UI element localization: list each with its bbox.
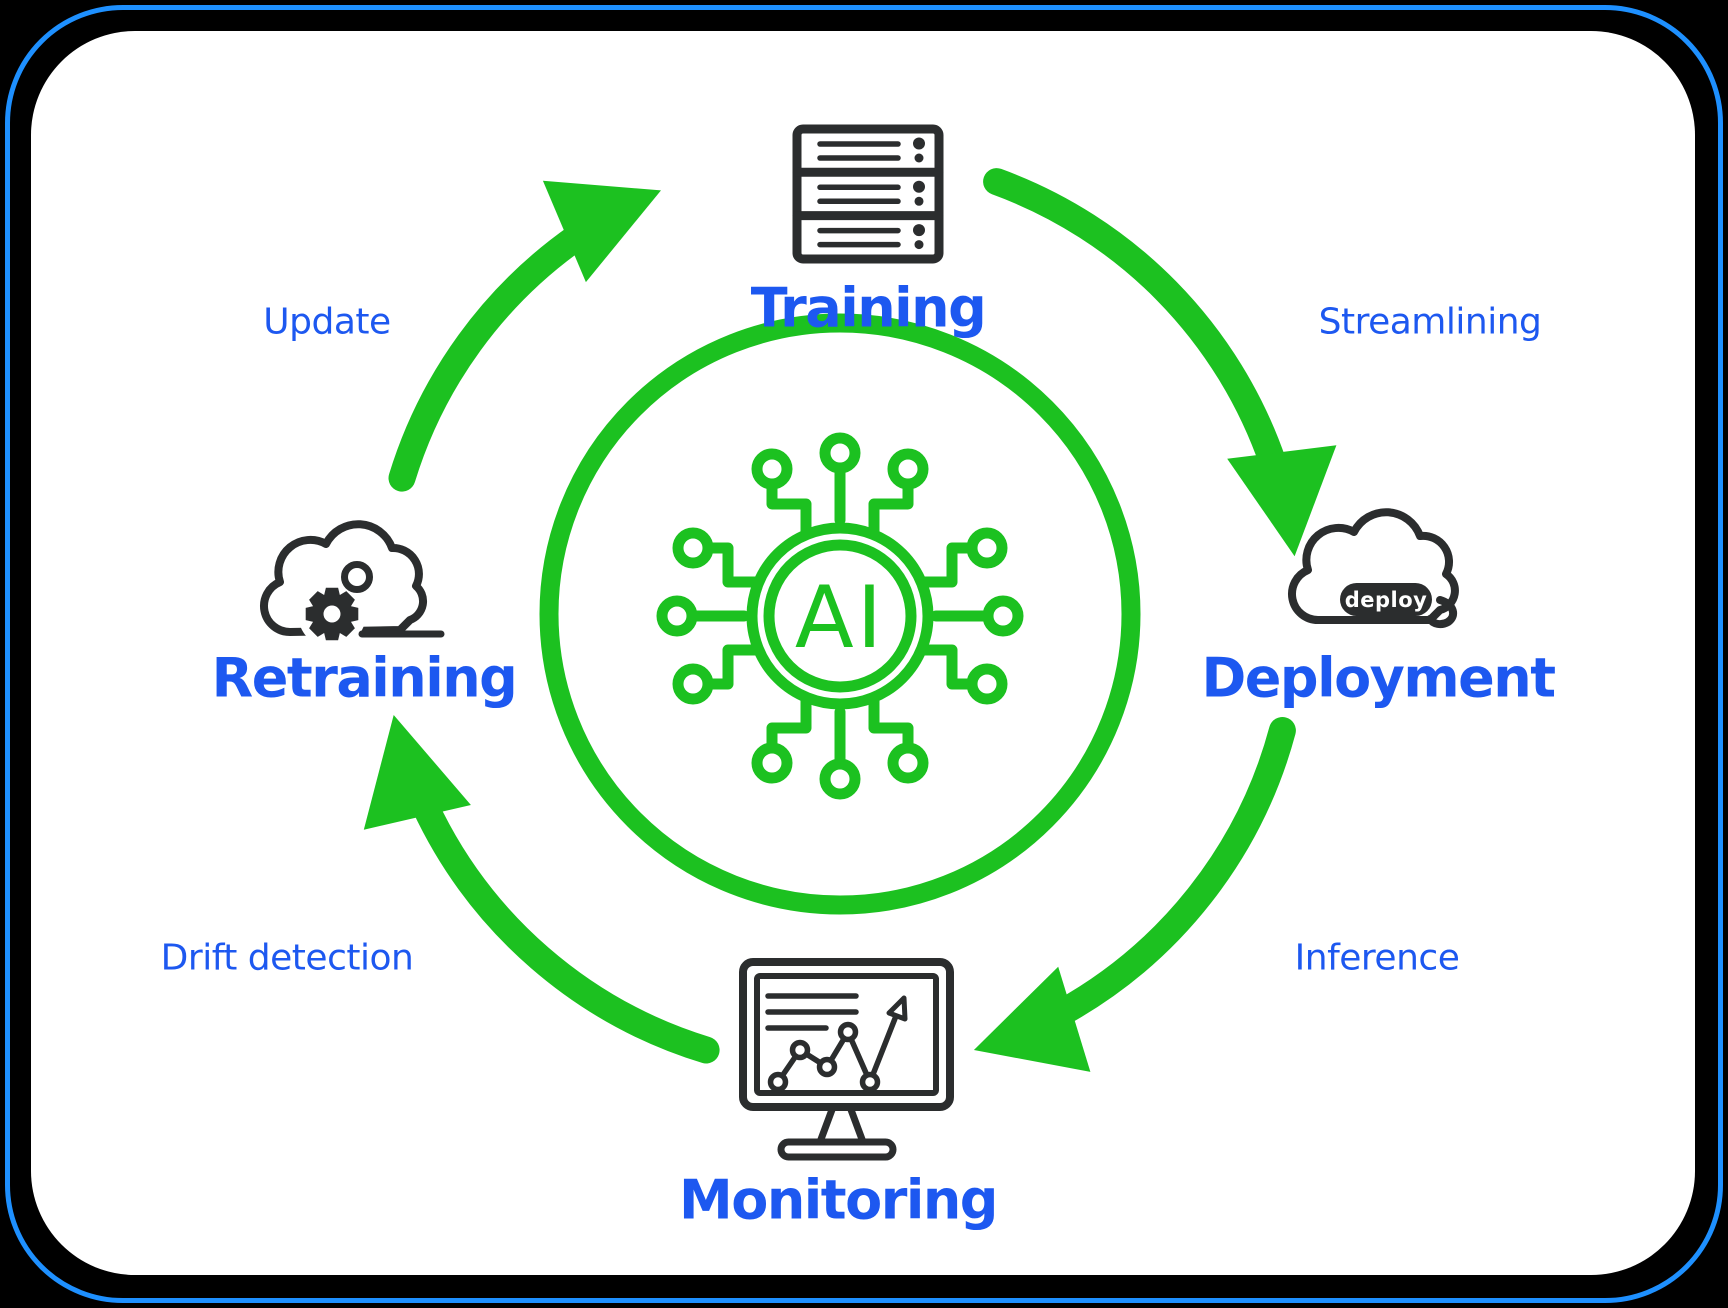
stage-label-monitoring: Monitoring bbox=[679, 1168, 998, 1232]
ai-chip-label: AI bbox=[794, 568, 886, 668]
server-stack-icon bbox=[792, 124, 944, 264]
stage-label-training: Training bbox=[750, 276, 987, 340]
stage-label-retraining: Retraining bbox=[211, 646, 518, 710]
cycle-arc bbox=[411, 792, 720, 1064]
transition-label-streamlining: Streamlining bbox=[1318, 301, 1542, 343]
cloud-deploy-icon bbox=[1288, 508, 1459, 629]
chart-arrow-tip bbox=[886, 995, 908, 1022]
cloud-dot bbox=[341, 561, 373, 593]
inner-cycle-ring bbox=[539, 313, 1141, 915]
outer-blue-border bbox=[5, 5, 1723, 1303]
stage-label-deployment: Deployment bbox=[1201, 646, 1556, 710]
transition-label-update: Update bbox=[263, 301, 391, 343]
transition-label-inference: Inference bbox=[1294, 937, 1460, 979]
cycle-arc bbox=[983, 168, 1287, 477]
deploy-badge-label: deploy bbox=[1344, 588, 1428, 612]
monitor-chart-icon bbox=[739, 958, 954, 1161]
cycle-arrowhead bbox=[542, 180, 661, 283]
cycle-arc bbox=[388, 223, 591, 492]
deploy-badge-pill bbox=[1340, 583, 1432, 616]
ai-chip-icon bbox=[656, 432, 1024, 800]
cycle-arrowhead bbox=[973, 966, 1091, 1072]
cycle-arc bbox=[1048, 717, 1296, 1027]
cloud-gear-icon bbox=[260, 520, 445, 648]
cycle-arrowhead bbox=[1227, 445, 1337, 557]
cycle-arrowhead bbox=[363, 715, 471, 830]
cycle-arrows bbox=[363, 168, 1337, 1072]
transition-label-drift-detection: Drift detection bbox=[160, 937, 414, 979]
